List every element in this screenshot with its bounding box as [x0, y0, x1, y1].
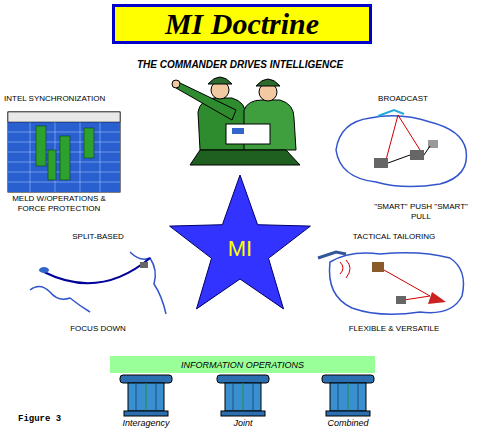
band-label: INFORMATION OPERATIONS	[181, 360, 304, 370]
star-label: MI	[165, 236, 315, 262]
pillar-label: Joint	[203, 418, 283, 428]
panel-caption: MELD W/OPERATIONS & FORCE PROTECTION	[4, 194, 114, 214]
panel-caption: FLEXIBLE & VERSATILE	[312, 324, 476, 334]
intel-sync-panel: INTEL SYNCHRONIZATION MELD W/OPERATIONS &…	[4, 94, 134, 222]
panel-heading: INTEL SYNCHRONIZATION	[4, 94, 134, 104]
panel-heading: TACTICAL TAILORING	[312, 232, 476, 242]
split-based-panel: SPLIT-BASED FOCUS DOWN	[20, 232, 176, 338]
tactical-tailoring-panel: TACTICAL TAILORING FLEXIBLE & VERSATILE	[312, 232, 476, 338]
panel-heading: BROADCAST	[330, 94, 476, 104]
broadcast-map	[336, 110, 466, 187]
pillar-label: Combined	[308, 418, 388, 428]
subtitle: THE COMMANDER DRIVES INTELLIGENCE	[0, 59, 480, 70]
info-ops-band: INFORMATION OPERATIONS	[110, 356, 375, 373]
panel-heading: SPLIT-BASED	[20, 232, 176, 242]
pillars	[120, 375, 374, 416]
soldiers-figure	[172, 77, 300, 165]
broadcast-panel: BROADCAST "SMART" PUSH "SMART" PULL	[330, 94, 476, 224]
title: MI Doctrine	[165, 7, 319, 41]
tactical-map	[318, 252, 464, 314]
split-based-map	[28, 250, 168, 316]
figure-number: Figure 3	[18, 414, 61, 424]
title-box: MI Doctrine	[112, 4, 372, 44]
pillar-label: Interagency	[106, 418, 186, 428]
mi-star: MI	[165, 170, 315, 320]
sync-matrix	[8, 112, 120, 192]
panel-caption: "SMART" PUSH "SMART" PULL	[366, 202, 476, 222]
panel-caption: FOCUS DOWN	[20, 324, 176, 334]
